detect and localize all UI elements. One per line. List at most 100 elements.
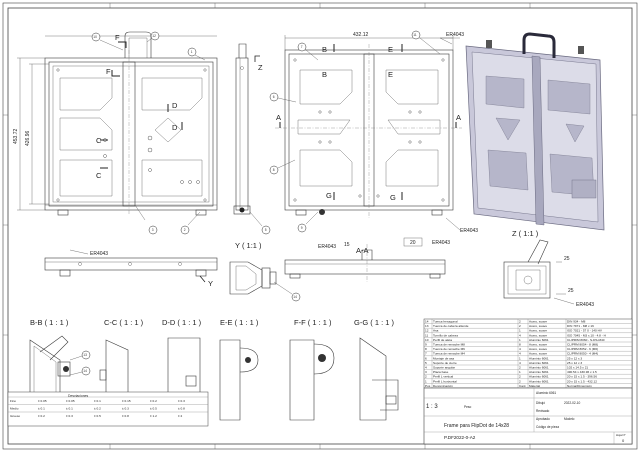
dim-height-outer: 453.72	[13, 128, 19, 144]
bom-cell: Tuerca hexagonal	[433, 320, 458, 324]
weld-leader-bottom	[69, 249, 89, 255]
title-approved: Aprobado	[536, 417, 550, 421]
section-label-d-low: D	[172, 123, 178, 132]
bom-cell: 5	[425, 361, 427, 365]
detail-ff-view	[289, 339, 335, 421]
bom-cell: ISO 7021 - 57 0 - 140 HV	[567, 329, 603, 333]
bom-cell: Acero, suave	[529, 324, 547, 328]
bom-cell: DIN 934 - M8	[567, 320, 586, 324]
tolerance-cell: Medio	[10, 407, 19, 411]
view-letter-z: Z	[258, 63, 263, 72]
bom-cell: 1	[519, 356, 521, 360]
bom-cell: 9	[425, 343, 427, 347]
view-title-bb: B-B ( 1 : 1 )	[30, 318, 69, 327]
bom-cell: Tuerca de cabeza allende	[433, 324, 469, 328]
weld-note-aa2-text: ER4043	[432, 240, 450, 246]
view-title-y: Y ( 1:1 )	[235, 241, 262, 250]
title-material: Aluminio 6061	[536, 391, 556, 395]
bom-cell: 12	[425, 329, 429, 333]
bom-cell: 2	[519, 379, 521, 383]
tolerance-cell: ± 0.5	[94, 414, 101, 418]
bom-cell: 102 x 14.5 x 21	[567, 366, 588, 370]
tolerance-cell: ± 0.5	[150, 407, 157, 411]
balloon-2-front: 2	[180, 211, 201, 235]
tolerance-cell: Fino	[10, 399, 16, 403]
dim-width-top: 432.12	[353, 32, 369, 38]
tolerance-cell: ± 0.3	[178, 399, 185, 403]
bom-cell: Acero, suave	[529, 343, 547, 347]
section-label-e-low: E	[388, 70, 393, 79]
bom-cell: Acero, suave	[529, 329, 547, 333]
section-label-f-top: F	[115, 33, 120, 42]
bom-cell: 4	[519, 352, 521, 356]
balloon-1-front: 1	[187, 47, 206, 61]
balloon-2-front-label: 2	[184, 228, 186, 232]
bom-cell: 490.54 x 430.96 x 1.5	[567, 370, 597, 374]
title-scale: 1 : 3	[426, 404, 438, 410]
bom-cell: Perfil de aleta	[433, 338, 452, 342]
balloon-11: 11	[411, 30, 441, 55]
balloon-14b: 14	[69, 366, 91, 376]
bom-cell: Acero, suave	[529, 333, 547, 337]
tolerance-cell: ± 0.05	[66, 399, 75, 403]
bom-cell: Norma/Dimensión	[567, 384, 592, 388]
bom-cell: CLIPRM 8052 - 6 (M6)	[567, 347, 598, 351]
weld-note-z-text: ER4043	[576, 302, 594, 308]
view-arrow-y	[199, 275, 206, 283]
bom-cell: 4	[519, 333, 521, 337]
bom-cell: 8	[519, 343, 521, 347]
weld-note-top-text: ER4043	[446, 32, 464, 38]
bom-cell: CLIPRIM 8060 - S-DS-M40	[567, 338, 605, 342]
dim-height-inner: 426.96	[25, 130, 31, 146]
bom-cell: 2	[519, 320, 521, 324]
bom-cell: 1	[519, 338, 521, 342]
tolerance-cell: ± 0.1	[66, 407, 73, 411]
dim-z-25-top: 25	[564, 256, 570, 262]
balloon-14b-label: 14	[83, 369, 87, 373]
weld-note-top	[439, 37, 460, 45]
bom-cell: Aluminio 6061	[529, 361, 549, 365]
dim-aa-15: 15	[344, 242, 350, 248]
view-arrow-z	[254, 55, 260, 62]
section-label-c-top: C	[96, 136, 102, 145]
bom-cell: 14	[425, 320, 429, 324]
balloon-3-front-label: 3	[152, 228, 154, 232]
bom-cell: Acero, suave	[529, 352, 547, 356]
bom-cell: ISO 7045 - M3 x 10 - 4.8 - H	[567, 333, 606, 337]
section-label-a-right: A	[456, 113, 461, 122]
tolerance-cell: ± 0.1	[94, 399, 101, 403]
bom-cell: 2	[519, 375, 521, 379]
balloon-1-front-label: 1	[191, 50, 193, 54]
balloon-5-label: 5	[265, 228, 267, 232]
bom-cell: Pos	[425, 384, 431, 388]
dim-aa-20: 20	[410, 240, 416, 246]
bom-cell: Perfil L vertical	[433, 375, 453, 379]
balloon-6: 6	[269, 92, 297, 103]
bom-cell: 11	[425, 333, 428, 337]
section-label-b-low: B	[322, 70, 327, 79]
balloon-13: 13	[69, 350, 91, 361]
bom-cell: Tuerca de remache M6	[433, 347, 465, 351]
view-title-z: Z ( 1:1 )	[512, 229, 539, 238]
bom-cell: Acero, suave	[529, 320, 547, 324]
section-label-d-top: D	[172, 101, 178, 110]
balloon-12: 12	[146, 31, 160, 43]
iso-view	[465, 32, 605, 231]
bom-cell: 25 x 12 x 3	[567, 361, 582, 365]
bom-cell: Perfil L horizontal	[433, 379, 457, 383]
tolerance-cell: ± 0.1	[38, 407, 45, 411]
balloon-9-label: 9	[301, 226, 303, 230]
detail-y-view	[229, 261, 277, 295]
tolerance-cell: ± 2	[178, 414, 183, 418]
bom-cell: Montaje de asa	[433, 356, 454, 360]
bom-cell: 3	[425, 370, 427, 374]
tolerance-cell: ± 0.2	[94, 407, 101, 411]
bom-cell: Asa	[433, 329, 439, 333]
title-code-label: Código de pieza	[536, 425, 559, 429]
view-title-ff: F-F ( 1 : 1 )	[294, 318, 332, 327]
weld-note-aa-text: ER4043	[318, 244, 336, 250]
balloon-10: 10	[91, 32, 124, 51]
balloon-8: 8	[269, 159, 296, 175]
view-title-gg: G-G ( 1 : 1 )	[354, 318, 395, 327]
